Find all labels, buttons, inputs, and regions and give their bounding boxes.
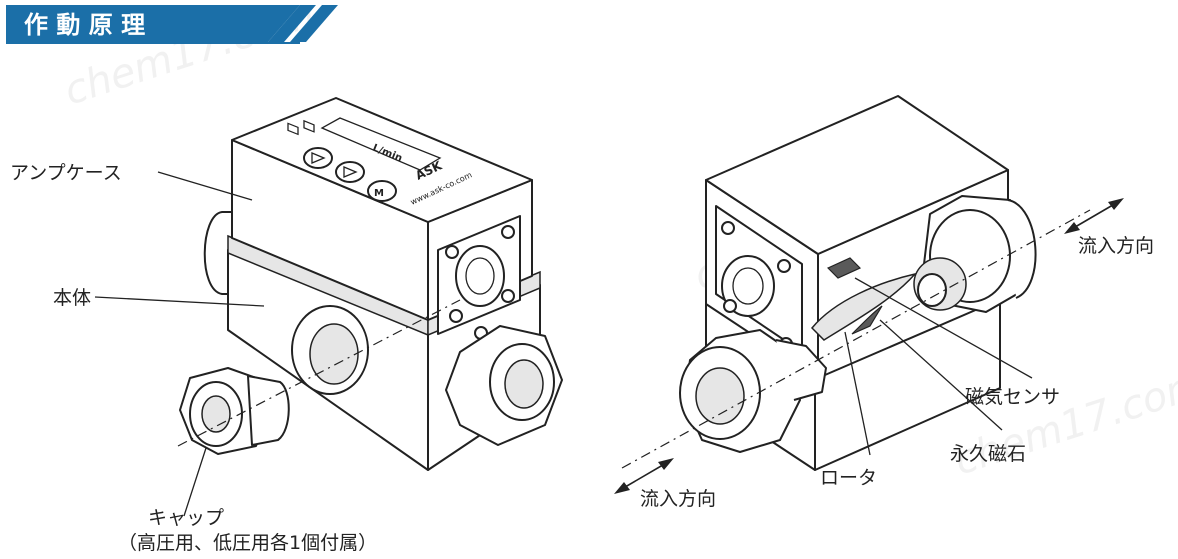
label-cap: キャップ (148, 507, 224, 529)
leader-cap (183, 447, 207, 517)
header-stripe-1 (268, 5, 316, 42)
display-window (320, 117, 442, 171)
label-flow-direction-right: 流入方向 (1078, 235, 1154, 257)
rotor-hub (917, 273, 947, 307)
flow-arrow-right-line (1069, 201, 1119, 231)
header-title: 作 動 原 理 (24, 11, 145, 39)
header-banner (6, 5, 300, 42)
panel-screw-4 (501, 289, 515, 303)
label-magnetic-sensor: 磁気センサ (965, 386, 1060, 408)
flow-arrow-right-head-b (1064, 222, 1080, 234)
panel-screw-3 (449, 309, 463, 323)
rotor-vane (810, 272, 918, 341)
sensor-element (826, 257, 862, 279)
right-connector-inner (732, 267, 764, 305)
button-1 (303, 147, 333, 169)
label-cap-note: （高圧用、低圧用各1個付属） (118, 532, 377, 554)
flow-arrow-right (1064, 198, 1124, 234)
flow-arrow-left (614, 458, 674, 494)
right-front-fitting-bore (695, 367, 745, 425)
label-rotor: ロータ (820, 467, 877, 489)
left-axis-line (177, 299, 461, 447)
inlet-port-inner (309, 323, 359, 385)
flow-arrow-left-line (619, 461, 669, 491)
panel-screw-2 (501, 225, 515, 239)
right-screw-2 (777, 259, 791, 273)
magnet-element (851, 305, 883, 335)
connector-ring (455, 245, 505, 307)
right-screw-3 (723, 299, 737, 313)
cap-thread (247, 375, 290, 446)
right-connector-ring (721, 255, 775, 317)
button-2-arrow-icon (343, 166, 358, 178)
indicator-led-2 (303, 119, 315, 133)
button-3-icon: M (374, 188, 384, 199)
panel-screw-1 (445, 245, 459, 259)
button-2 (335, 161, 365, 183)
label-main-body: 本体 (53, 287, 91, 309)
right-screw-1 (721, 221, 735, 235)
connector-inner (465, 257, 495, 295)
leader-magnetic-sensor (854, 277, 1033, 379)
leader-main-body (94, 296, 265, 307)
right-axis-line (621, 209, 1091, 469)
label-flow-direction-left: 流入方向 (640, 488, 716, 510)
section-header: 作 動 原 理 (6, 5, 338, 44)
flow-arrow-left-head-b (658, 458, 674, 470)
leader-rotor (844, 331, 871, 456)
button-3 (367, 180, 397, 202)
leader-amp-case (157, 171, 253, 201)
flow-arrow-right-head-a (1108, 198, 1124, 210)
leader-permanent-magnet (879, 319, 1003, 431)
button-1-arrow-icon (311, 152, 326, 164)
front-fitting-bore (504, 359, 544, 409)
indicator-led-1 (287, 122, 299, 136)
label-permanent-magnet: 永久磁石 (950, 443, 1026, 465)
cap-bore (201, 395, 231, 433)
left-device-illustration: M L/min ASK www.ask-co.com (177, 97, 563, 471)
right-back-fitting-rim (1007, 199, 1037, 299)
label-amp-case: アンプケース (10, 162, 122, 184)
header-stripe-2 (290, 5, 338, 42)
flow-arrow-left-head-a (614, 482, 630, 494)
right-case-top (705, 95, 1009, 255)
right-device-illustration (621, 95, 1091, 471)
